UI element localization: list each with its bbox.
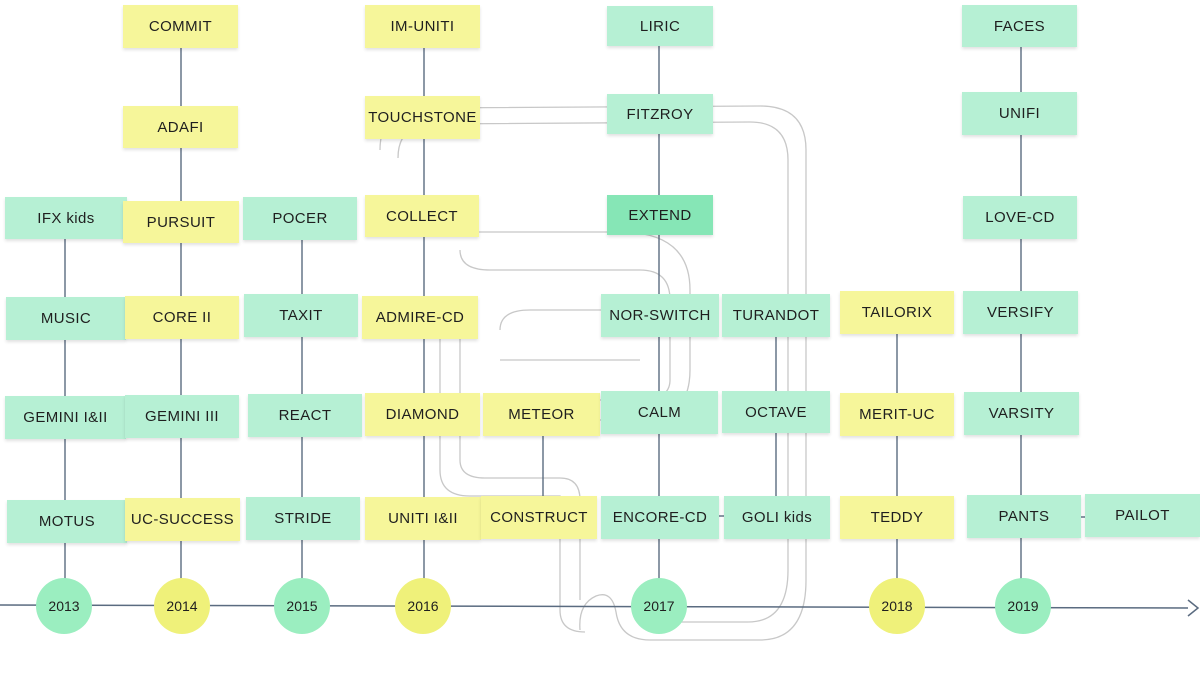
- trial-gemini-1-2: GEMINI I&II: [5, 396, 126, 439]
- year-2015: 2015: [274, 578, 330, 634]
- trial-octave: OCTAVE: [722, 391, 830, 433]
- trial-faces: FACES: [962, 5, 1077, 47]
- year-2016: 2016: [395, 578, 451, 634]
- trial-motus: MOTUS: [7, 500, 127, 543]
- trial-pailot: PAILOT: [1085, 494, 1200, 537]
- trial-liric: LIRIC: [607, 6, 713, 46]
- intestine-outline: [379, 105, 807, 641]
- year-2019: 2019: [995, 578, 1051, 634]
- trial-commit: COMMIT: [123, 5, 238, 48]
- trial-pants: PANTS: [967, 495, 1081, 538]
- year-2014: 2014: [154, 578, 210, 634]
- trial-nor-switch: NOR-SWITCH: [601, 294, 719, 337]
- year-2017: 2017: [631, 578, 687, 634]
- trial-teddy: TEDDY: [840, 496, 954, 539]
- year-2013: 2013: [36, 578, 92, 634]
- trial-collect: COLLECT: [365, 195, 479, 237]
- trial-music: MUSIC: [6, 297, 126, 340]
- trial-pursuit: PURSUIT: [123, 201, 239, 243]
- trial-stride: STRIDE: [246, 497, 360, 540]
- trial-uniti-1-2: UNITI I&II: [365, 497, 481, 540]
- trial-ifx-kids: IFX kids: [5, 197, 127, 239]
- trial-meteor: METEOR: [483, 393, 600, 436]
- trial-fitzroy: FITZROY: [607, 94, 713, 134]
- trial-varsity: VARSITY: [964, 392, 1079, 435]
- trial-merit-uc: MERIT-UC: [840, 393, 954, 436]
- trial-tailorix: TAILORIX: [840, 291, 954, 334]
- trial-unifi: UNIFI: [962, 92, 1077, 135]
- trial-react: REACT: [248, 394, 362, 437]
- trial-versify: VERSIFY: [963, 291, 1078, 334]
- trial-gemini-3: GEMINI III: [125, 395, 239, 438]
- trial-extend: EXTEND: [607, 195, 713, 235]
- trial-im-uniti: IM-UNITI: [365, 5, 480, 48]
- trial-construct: CONSTRUCT: [481, 496, 597, 539]
- trial-uc-success: UC-SUCCESS: [125, 498, 240, 541]
- year-2018: 2018: [869, 578, 925, 634]
- trial-pocer: POCER: [243, 197, 357, 240]
- trial-turandot: TURANDOT: [722, 294, 830, 337]
- trial-taxit: TAXIT: [244, 294, 358, 337]
- trial-goli-kids: GOLI kids: [724, 496, 830, 539]
- trial-admire-cd: ADMIRE-CD: [362, 296, 478, 339]
- timeline-arrowhead-icon: [1187, 599, 1200, 617]
- connector-lines: [64, 46, 1085, 580]
- trial-love-cd: LOVE-CD: [963, 196, 1077, 239]
- trial-adafi: ADAFI: [123, 106, 238, 148]
- trial-encore-cd: ENCORE-CD: [601, 496, 719, 539]
- trial-touchstone: TOUCHSTONE: [365, 96, 480, 139]
- trial-diamond: DIAMOND: [365, 393, 480, 436]
- trial-calm: CALM: [601, 391, 718, 434]
- trial-core-2: CORE II: [125, 296, 239, 339]
